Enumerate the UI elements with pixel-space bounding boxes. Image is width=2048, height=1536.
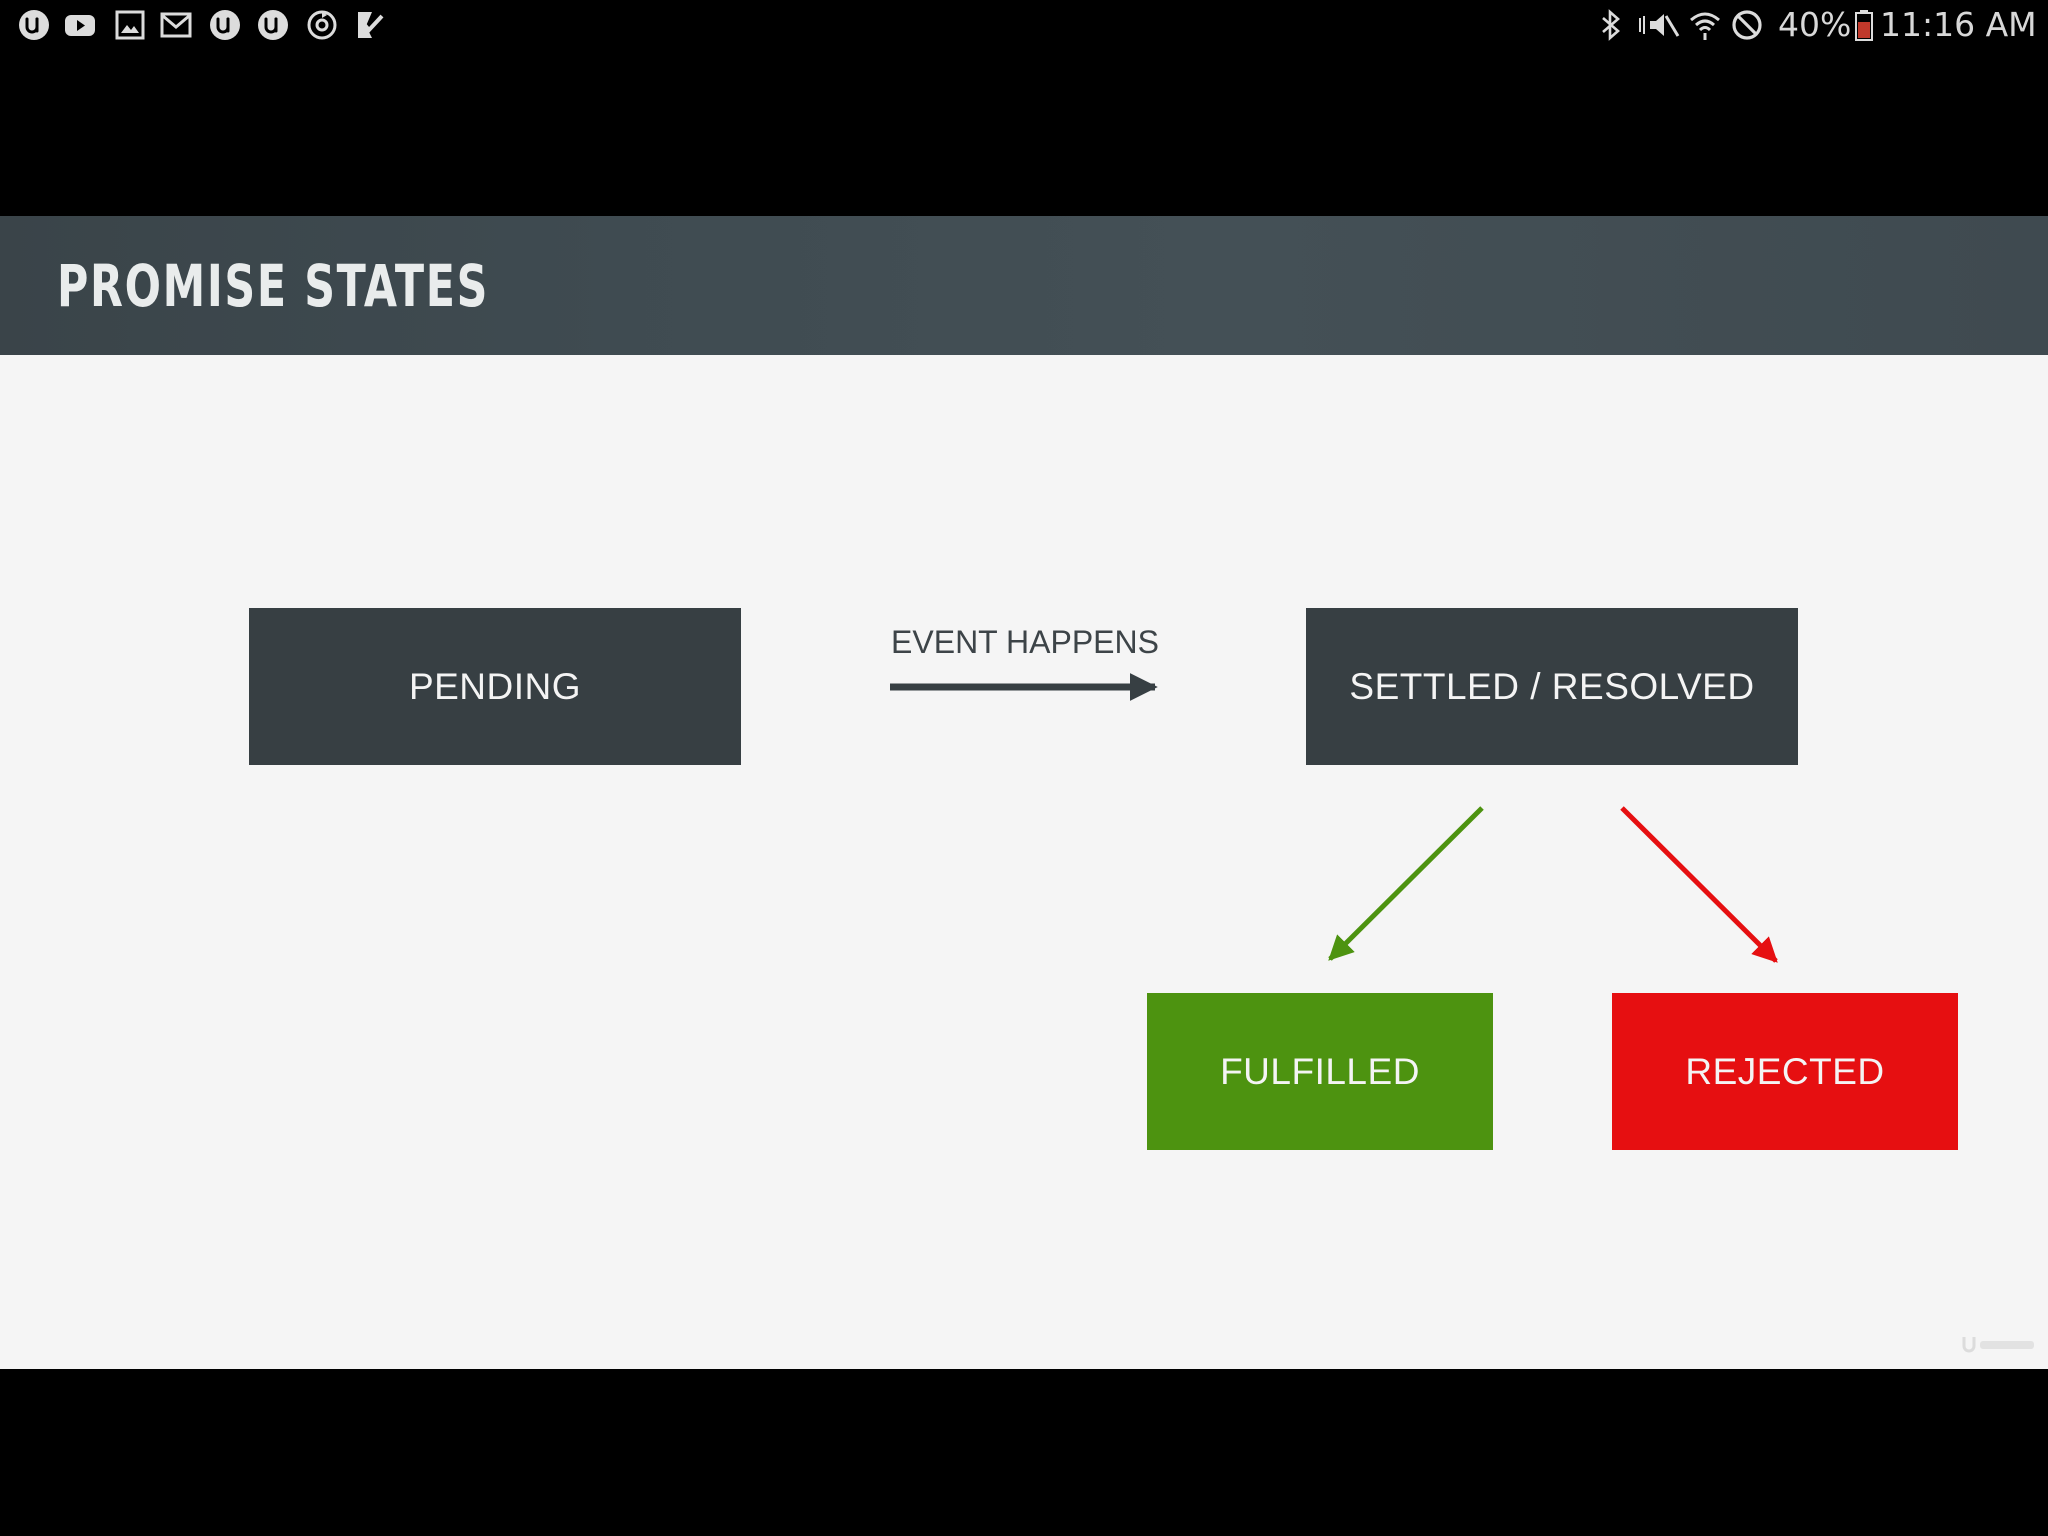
do-not-disturb-icon xyxy=(1732,10,1762,40)
battery-percent: 40% xyxy=(1778,5,1852,44)
gmail-icon xyxy=(160,12,192,38)
fulfilled-arrow xyxy=(1328,806,1484,961)
status-bar: 40% 11:16 AM xyxy=(0,0,2048,50)
arrows-layer xyxy=(890,673,1778,963)
rejected-label: REJECTED xyxy=(1685,1050,1885,1092)
vibrate-mute-icon xyxy=(1639,14,1680,37)
udemy-icon xyxy=(19,10,49,40)
wifi-icon xyxy=(1690,12,1720,40)
battery-icon xyxy=(1855,10,1873,41)
bluetooth-icon xyxy=(1602,9,1620,41)
task-check-icon xyxy=(358,12,384,38)
sync-icon xyxy=(307,10,337,40)
gallery-icon xyxy=(115,10,145,40)
rejected-arrow xyxy=(1620,806,1778,963)
pending-state-box: PENDING xyxy=(249,608,741,765)
pending-label: PENDING xyxy=(408,665,582,707)
udemy-icon xyxy=(210,10,240,40)
udemy-icon xyxy=(258,10,288,40)
fulfilled-label: FULFILLED xyxy=(1220,1050,1420,1092)
slide-header: PROMISE STATES xyxy=(0,216,2048,355)
fulfilled-state-box: FULFILLED xyxy=(1147,993,1493,1150)
settled-state-box: SETTLED / RESOLVED xyxy=(1306,608,1798,765)
event-happens-label: EVENT HAPPENS xyxy=(891,624,1159,660)
udemy-logo-icon xyxy=(1962,1337,2034,1353)
youtube-icon xyxy=(65,15,95,36)
slide: PROMISE STATES EVENT HAPPENS PENDING xyxy=(0,216,2048,1369)
rejected-state-box: REJECTED xyxy=(1612,993,1958,1150)
slide-title: PROMISE STATES xyxy=(57,252,490,320)
settled-label: SETTLED / RESOLVED xyxy=(1349,665,1755,707)
clock: 11:16 AM xyxy=(1880,5,2037,44)
